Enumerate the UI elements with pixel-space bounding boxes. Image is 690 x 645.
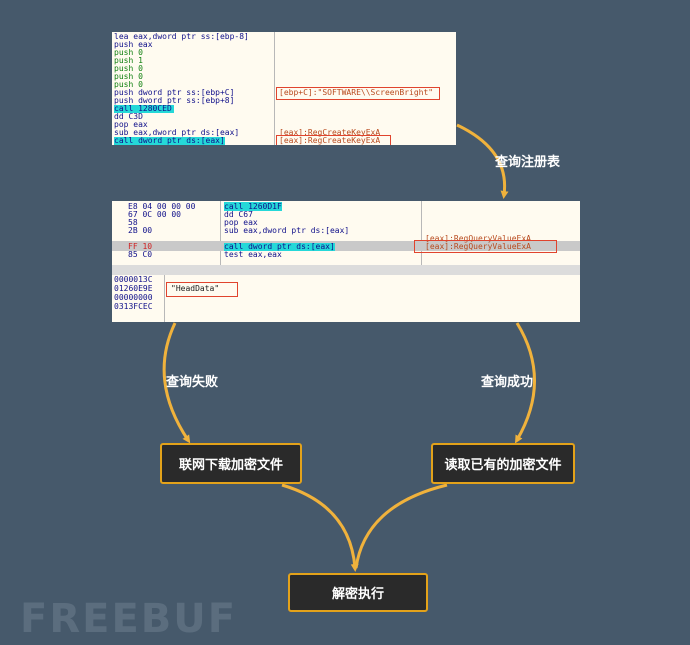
- code-line: call dword ptr ds:[eax]: [114, 136, 225, 145]
- node-read-existing-encrypted-file: 读取已有的加密文件: [431, 443, 575, 484]
- code-line: push 0: [114, 64, 143, 73]
- code-line: push dword ptr ss:[ebp+8]: [114, 96, 235, 105]
- bytes-line: 85 C0: [128, 250, 153, 259]
- code-panel-1: lea eax,dword ptr ss:[ebp-8] push eax pu…: [112, 32, 456, 145]
- label-query-success: 查询成功: [481, 375, 534, 390]
- label-query-fail: 查询失败: [166, 375, 219, 390]
- node-decrypt-execute: 解密执行: [288, 573, 428, 612]
- bytes-line: FF 10: [128, 242, 153, 251]
- arrow-fail: [162, 322, 191, 444]
- code-line: push dword ptr ss:[ebp+C]: [114, 88, 235, 97]
- arrow-to-query: [456, 123, 509, 199]
- arrow-success: [514, 322, 536, 444]
- code-line: push eax: [114, 40, 153, 49]
- highlight-box: [276, 135, 391, 145]
- arrow-download-to-decrypt: [281, 483, 359, 572]
- highlight-box: [276, 87, 440, 100]
- code-line: dd C67: [224, 210, 253, 219]
- code-line: pop eax: [224, 218, 258, 227]
- bytes-line: 2B 00: [128, 226, 153, 235]
- code-line: push 0: [114, 80, 143, 89]
- comment-reg-create: [eax]:RegCreateKeyExA: [279, 128, 381, 137]
- code-line: push 0: [114, 72, 143, 81]
- code-line: call 1260D1F: [224, 202, 282, 211]
- bytes-line: 58: [128, 218, 138, 227]
- stack-address: 00000000: [114, 293, 153, 302]
- code-line: lea eax,dword ptr ss:[ebp-8]: [114, 32, 249, 41]
- comment-reg-query-2: [eax]:RegQueryValueExA: [425, 242, 531, 251]
- highlight-box: [166, 282, 238, 297]
- code-line: test eax,eax: [224, 250, 282, 259]
- highlight-box: [414, 240, 557, 253]
- code-line: call dword ptr ds:[eax]: [224, 242, 335, 251]
- code-line: sub eax,dword ptr ds:[eax]: [224, 226, 350, 235]
- code-line: pop eax: [114, 120, 148, 129]
- comment-reg-query: [eax]:RegQueryValueExA: [425, 234, 531, 243]
- code-line: push 1: [114, 56, 143, 65]
- node-download-encrypted-file: 联网下载加密文件: [160, 443, 302, 484]
- label-query-registry: 查询注册表: [495, 155, 561, 170]
- bytes-line: E8 04 00 00 00: [128, 202, 196, 211]
- code-line: sub eax,dword ptr ds:[eax]: [114, 128, 240, 137]
- code-panel-2: E8 04 00 00 00 67 0C 00 00 58 2B 00 FF 1…: [112, 201, 580, 322]
- stack-address: 01260E9E: [114, 284, 153, 293]
- bytes-line: 67 0C 00 00: [128, 210, 181, 219]
- comment-reg-create-2: [eax]:RegCreateKeyExA: [279, 136, 381, 145]
- comment-ebp-c: [ebp+C]:"SOFTWARE\\ScreenBright": [279, 88, 434, 97]
- stack-address: 0313FCEC: [114, 302, 153, 311]
- code-line: dd C3D: [114, 112, 143, 121]
- watermark-logo: FREEBUF: [20, 596, 238, 642]
- code-line: push 0: [114, 48, 143, 57]
- stack-address: 0000013C: [114, 275, 153, 284]
- scrollbar[interactable]: [112, 265, 580, 275]
- stack-value: "HeadData": [171, 284, 220, 293]
- code-line: call 1280CED: [114, 104, 172, 113]
- arrow-read-to-decrypt: [354, 483, 448, 569]
